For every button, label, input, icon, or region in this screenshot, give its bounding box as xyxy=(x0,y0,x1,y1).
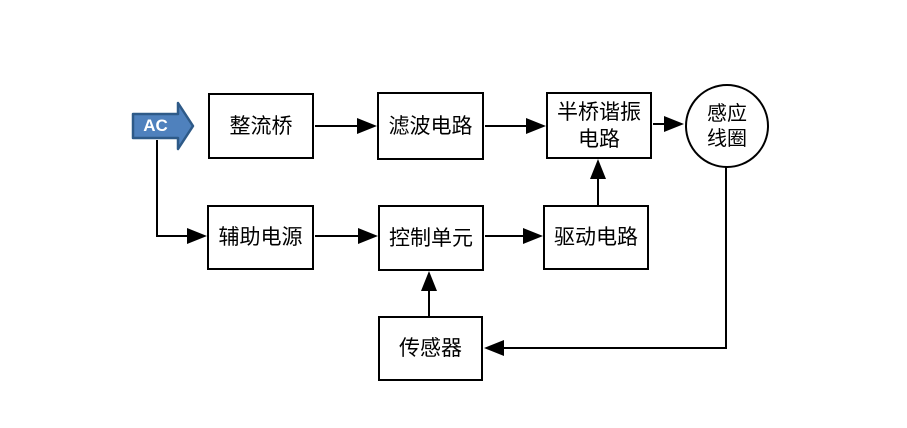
node-sensor: 传感器 xyxy=(378,316,483,381)
node-filter-circuit: 滤波电路 xyxy=(377,92,484,160)
node-induction-coil-label-line2: 线圈 xyxy=(707,126,747,150)
ac-input-label: AC xyxy=(143,116,168,135)
node-control-unit: 控制单元 xyxy=(378,205,484,271)
node-auxiliary-power: 辅助电源 xyxy=(207,205,314,270)
node-half-bridge-label-line1: 半桥谐振 xyxy=(557,99,641,124)
connector-ac-to-aux-power xyxy=(156,140,207,244)
node-drive-circuit-label: 驱动电路 xyxy=(554,225,638,249)
node-drive-circuit: 驱动电路 xyxy=(543,205,649,270)
node-sensor-label: 传感器 xyxy=(399,336,462,360)
ac-input-arrow xyxy=(131,101,195,151)
node-auxiliary-power-label: 辅助电源 xyxy=(218,225,303,249)
connector-coil-to-sensor xyxy=(484,167,727,356)
node-induction-coil: 感应 线圈 xyxy=(685,84,769,168)
node-half-bridge-label-line2: 电路 xyxy=(578,126,620,151)
node-control-unit-label: 控制单元 xyxy=(389,225,473,250)
node-filter-circuit-label: 滤波电路 xyxy=(388,113,473,138)
node-rectifier-bridge-label: 整流桥 xyxy=(229,113,293,138)
node-rectifier-bridge: 整流桥 xyxy=(208,93,314,159)
node-half-bridge-resonant-circuit: 半桥谐振 电路 xyxy=(546,92,652,159)
node-induction-coil-label-line1: 感应 xyxy=(707,101,747,125)
